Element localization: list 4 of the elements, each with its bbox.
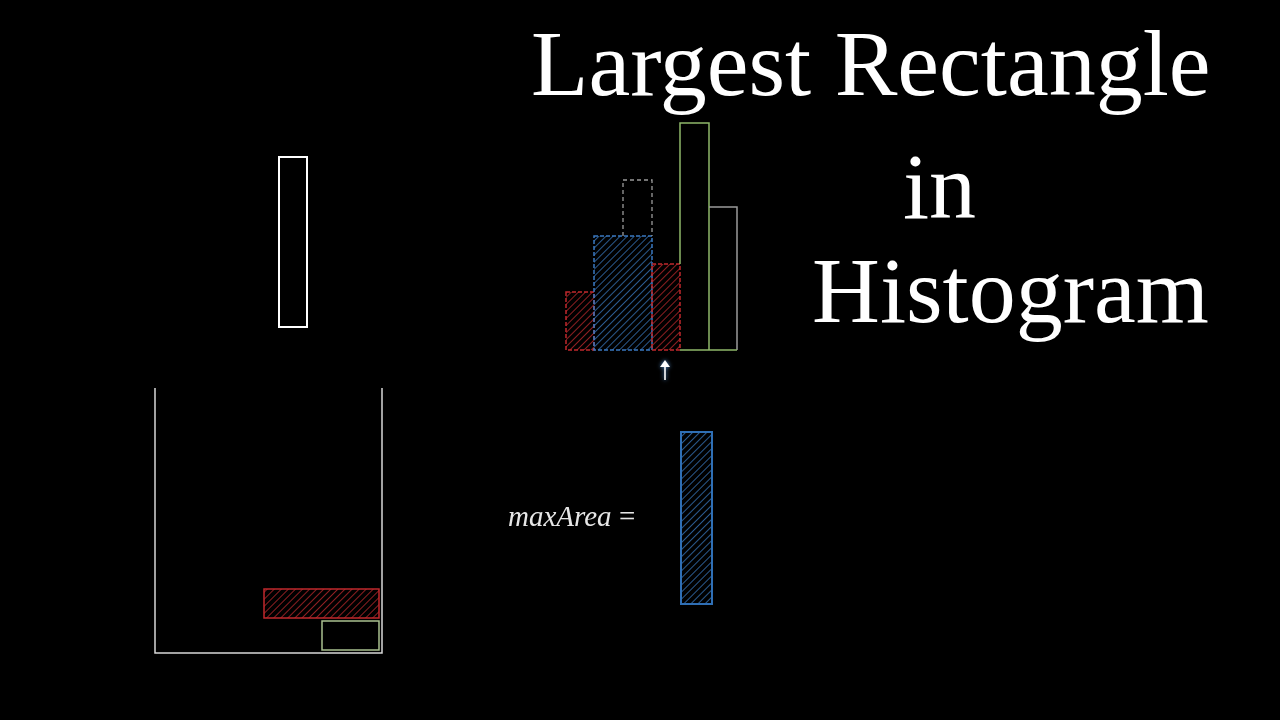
equation-label: maxArea = bbox=[508, 499, 636, 533]
title: in bbox=[903, 133, 977, 240]
title: Largest Rectangle bbox=[531, 10, 1211, 117]
title: Histogram bbox=[812, 237, 1209, 344]
